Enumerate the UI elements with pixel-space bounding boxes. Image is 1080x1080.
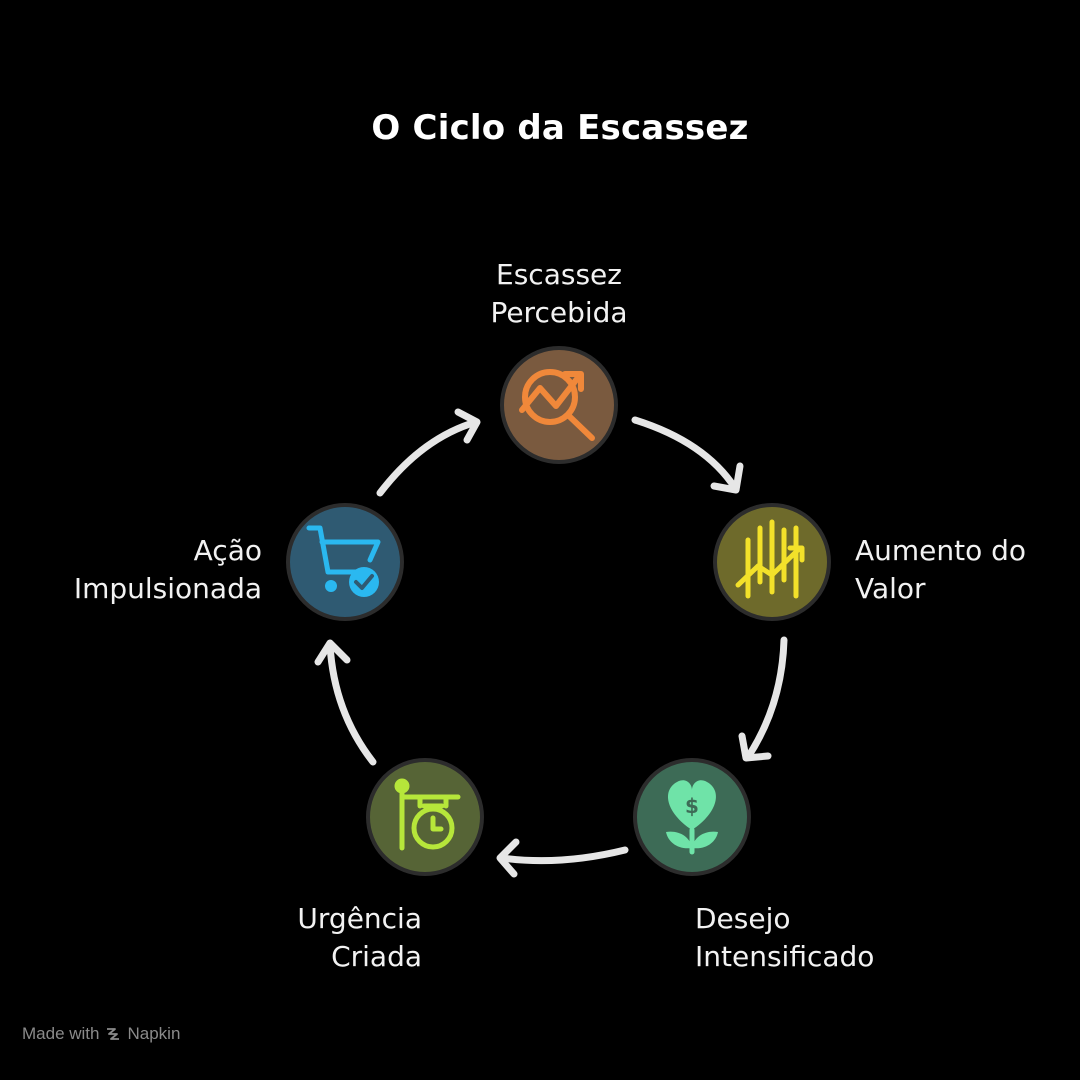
svg-text:$: $ <box>685 794 699 818</box>
arrow-escassez-to-aumento <box>631 416 739 492</box>
arrow-acao-to-escassez <box>376 418 480 497</box>
made-with-napkin-footer: Made with Napkin <box>22 1024 180 1044</box>
label-acao-impulsionada: Ação Impulsionada <box>73 534 262 605</box>
arrow-aumento-to-desejo <box>744 636 788 761</box>
node-urgencia-criada <box>366 758 484 876</box>
label-escassez-percebida: Escassez Percebida <box>490 258 628 329</box>
bar-chart-up-icon <box>735 519 805 599</box>
node-aumento-do-valor <box>713 503 831 621</box>
diagram-title: O Ciclo da Escassez <box>371 108 749 148</box>
arrowhead-acao-to-escassez <box>454 408 481 444</box>
cycle-arrows <box>314 408 788 878</box>
label-urgencia-criada: Urgência Criada <box>297 902 422 973</box>
label-desejo-intensificado: Desejo Intensificado <box>695 902 875 973</box>
made-with-text: Made with <box>22 1024 100 1043</box>
arrowhead-urgencia-to-acao <box>314 639 351 666</box>
arrowhead-desejo-to-urgencia <box>496 838 520 878</box>
node-acao-impulsionada <box>286 503 404 621</box>
node-desejo-intensificado: $ <box>633 758 751 876</box>
node-escassez-percebida <box>500 346 618 464</box>
arrow-urgencia-to-acao <box>326 641 377 766</box>
arrowhead-aumento-to-desejo <box>738 732 772 762</box>
napkin-brand-text: Napkin <box>127 1024 181 1043</box>
shopping-cart-check-icon <box>306 525 381 597</box>
arrowhead-escassez-to-aumento <box>710 462 744 494</box>
label-aumento-do-valor: Aumento do Valor <box>855 534 1027 605</box>
magnifier-trend-icon <box>519 369 595 441</box>
arrow-desejo-to-urgencia <box>498 846 629 865</box>
hanging-clock-sign-icon <box>394 778 461 851</box>
heart-dollar-plant-icon: $ <box>666 780 718 855</box>
napkin-logo-icon <box>107 1028 120 1040</box>
